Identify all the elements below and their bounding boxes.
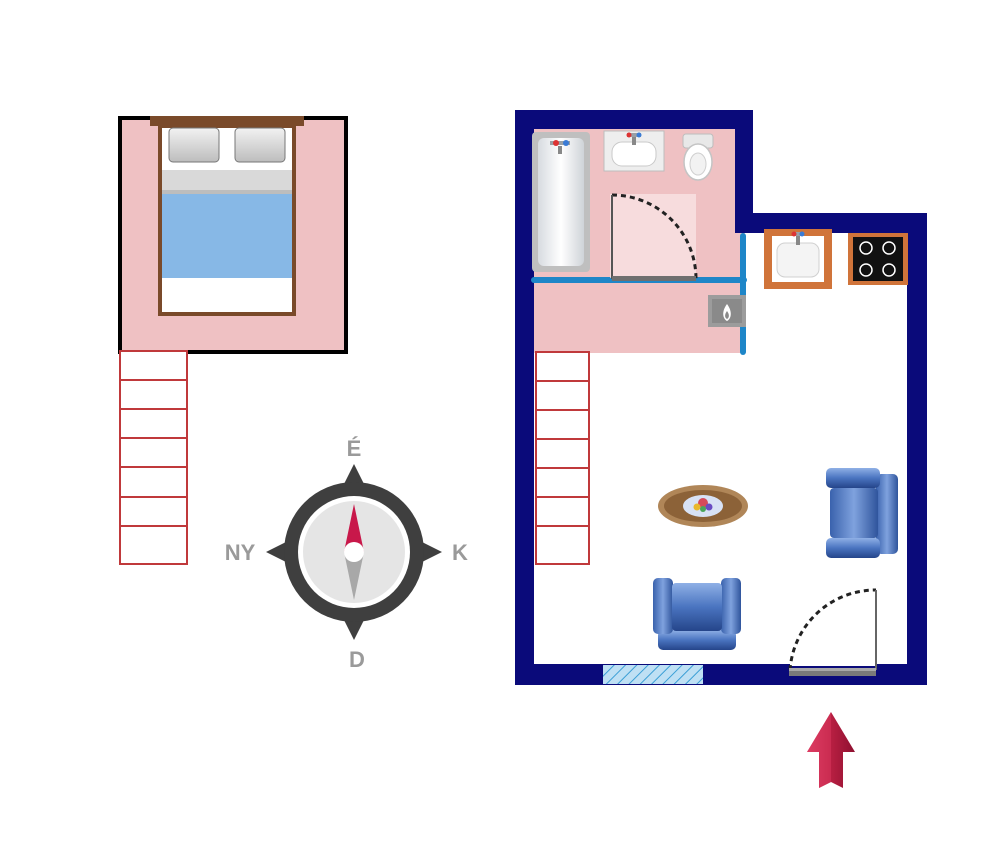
cooktop-icon	[848, 233, 908, 285]
compass-needle-north	[344, 504, 364, 552]
entrance-arrow-icon	[807, 712, 855, 788]
compass-icon: É D K NY	[225, 436, 468, 672]
apartment-level	[515, 110, 927, 685]
stairs-icon	[535, 351, 590, 565]
bathtub-icon	[532, 132, 590, 272]
armchair-icon-right	[826, 468, 898, 558]
compass-needle-south	[344, 552, 364, 600]
window-icon	[603, 665, 703, 684]
pillow-left	[168, 127, 220, 163]
pillow-right	[234, 127, 286, 163]
bed-icon	[150, 116, 304, 316]
toilet-icon	[682, 133, 714, 181]
compass-south-label: D	[349, 647, 365, 672]
loft-level	[118, 116, 348, 565]
compass-north-label: É	[347, 436, 362, 461]
armchair-icon-bottom	[653, 578, 741, 650]
compass-west-label: NY	[225, 540, 256, 565]
blanket	[162, 194, 292, 278]
boiler-icon	[708, 295, 746, 327]
bathroom-door	[610, 193, 698, 281]
kitchen-sink-icon	[764, 229, 832, 289]
sink-icon	[603, 130, 665, 172]
door-icon	[788, 588, 877, 676]
coffee-table-icon	[658, 485, 748, 527]
compass-east-label: K	[452, 540, 468, 565]
loft-stairs-icon	[119, 350, 188, 565]
